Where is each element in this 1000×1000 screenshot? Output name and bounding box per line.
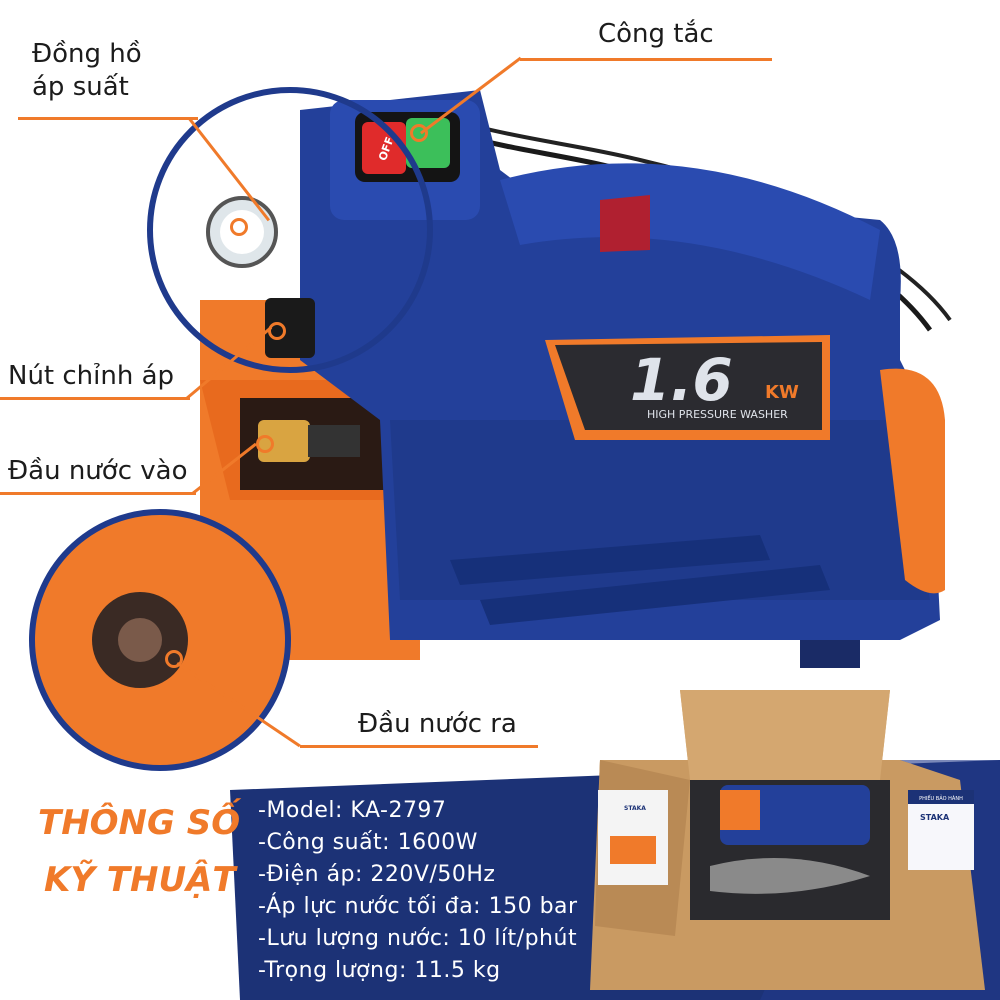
spec-flow-rate: -Lưu lượng nước: 10 lít/phút — [258, 926, 578, 951]
callout-switch: Công tắc — [598, 19, 714, 49]
switch-off-label: OFF — [376, 135, 397, 162]
callout-water-outlet: Đầu nước ra — [358, 709, 517, 739]
leader-water-outlet — [300, 745, 538, 748]
svg-text:PHIẾU BẢO HÀNH: PHIẾU BẢO HÀNH — [919, 794, 963, 802]
leader-water-inlet — [0, 492, 196, 495]
svg-text:STAKA: STAKA — [624, 805, 646, 812]
dot-switch — [410, 124, 428, 142]
specs-title-line1: THÔNG SỐ — [38, 803, 241, 843]
spec-model: -Model: KA-2797 — [258, 798, 447, 823]
callout-pressure-gauge: Đồng hồ áp suất — [32, 39, 142, 102]
leader-pressure-knob — [0, 397, 190, 400]
power-badge: 1.6 KW HIGH PRESSURE WASHER — [630, 346, 799, 421]
badge-subtitle: HIGH PRESSURE WASHER — [647, 408, 788, 421]
specs-title-line2: KỸ THUẬT — [44, 860, 236, 900]
dot-water-inlet — [256, 435, 274, 453]
dot-pressure-gauge — [230, 218, 248, 236]
badge-power-value: 1.6 — [630, 346, 733, 414]
svg-text:OFF: OFF — [376, 135, 397, 162]
leader-switch — [520, 58, 772, 61]
svg-text:STAKA: STAKA — [920, 813, 950, 822]
dot-pressure-knob — [268, 322, 286, 340]
spec-max-pressure: -Áp lực nước tối đa: 150 bar — [258, 894, 578, 919]
badge-power-unit: KW — [765, 382, 799, 403]
package-box: PHIẾU BẢO HÀNH STAKA STAKA — [590, 690, 985, 990]
spec-power: -Công suất: 1600W — [258, 830, 478, 855]
spec-weight: -Trọng lượng: 11.5 kg — [258, 958, 501, 983]
spec-voltage: -Điện áp: 220V/50Hz — [258, 862, 496, 887]
callout-pressure-knob: Nút chỉnh áp — [8, 361, 175, 391]
callout-water-inlet: Đầu nước vào — [8, 456, 188, 486]
dot-water-outlet — [165, 650, 183, 668]
leader-pressure-gauge — [18, 117, 198, 120]
